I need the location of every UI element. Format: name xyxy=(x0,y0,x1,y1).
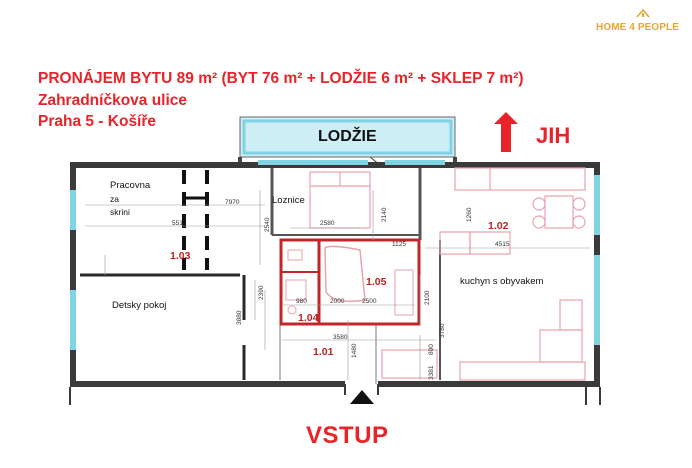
room-label-pracovna: Pracovna xyxy=(110,180,151,191)
room-label-pracovna-sub2: skrini xyxy=(110,207,130,217)
home4people-logo: HOME 4 PEOPLE xyxy=(596,8,688,36)
dimension-2000: 2000 xyxy=(330,298,345,305)
dimension-2580: 2580 xyxy=(320,220,335,227)
dimension-2140: 2140 xyxy=(381,207,388,222)
logo-text: HOME 4 PEOPLE xyxy=(596,22,679,33)
entrance-arrow-icon xyxy=(350,390,374,404)
interior-walls xyxy=(80,168,441,395)
room-label-kuchyn: kuchyn s obyvakem xyxy=(460,276,544,287)
dimension-4515: 4515 xyxy=(495,241,510,248)
dimension-980: 980 xyxy=(296,298,307,305)
dimension-lines xyxy=(85,190,590,380)
dimension-1125: 1125 xyxy=(392,241,406,248)
north-arrow-icon xyxy=(494,112,518,152)
dimension-1260: 1260 xyxy=(466,207,473,222)
bathroom-block xyxy=(279,238,421,326)
listing-city: Praha 5 - Košíře xyxy=(38,113,157,130)
dimension-3381: 3381 xyxy=(428,365,435,380)
dimension-3880: 3880 xyxy=(236,310,243,325)
windows xyxy=(70,160,600,350)
dimension-2500: 2500 xyxy=(362,298,377,305)
room-number-1-05: 1.05 xyxy=(366,276,387,288)
listing-street: Zahradníčkova ulice xyxy=(38,92,188,109)
dimension-2540: 2540 xyxy=(264,217,271,232)
entrance-label: VSTUP xyxy=(306,422,389,449)
dimension-3780: 3780 xyxy=(439,323,446,338)
dimension-551: 551 xyxy=(172,220,183,227)
room-label-pracovna-sub1: za xyxy=(110,194,119,204)
room-number-1-04: 1.04 xyxy=(298,312,319,324)
house-icon xyxy=(636,8,650,18)
room-number-1-03: 1.03 xyxy=(170,250,191,262)
dimension-800: 800 xyxy=(428,344,435,355)
room-number-1-02: 1.02 xyxy=(488,220,509,232)
room-number-1-01: 1.01 xyxy=(313,346,334,358)
room-label-detsky-pokoj: Detsky pokoj xyxy=(112,300,167,311)
listing-title: PRONÁJEM BYTU 89 m² (BYT 76 m² + LODŽIE … xyxy=(38,70,524,87)
room-label-loznice: Loznice xyxy=(272,195,305,206)
dimension-2100: 2100 xyxy=(424,290,431,305)
loggia xyxy=(238,116,457,166)
furniture xyxy=(309,167,586,381)
dimension-2390: 2390 xyxy=(258,285,265,300)
direction-label: JIH xyxy=(536,123,571,148)
dimension-1480: 1480 xyxy=(351,343,358,358)
loggia-label: LODŽIE xyxy=(318,128,377,145)
dimension-3580: 3580 xyxy=(333,334,348,341)
dimension-7970: 7970 xyxy=(225,199,240,206)
